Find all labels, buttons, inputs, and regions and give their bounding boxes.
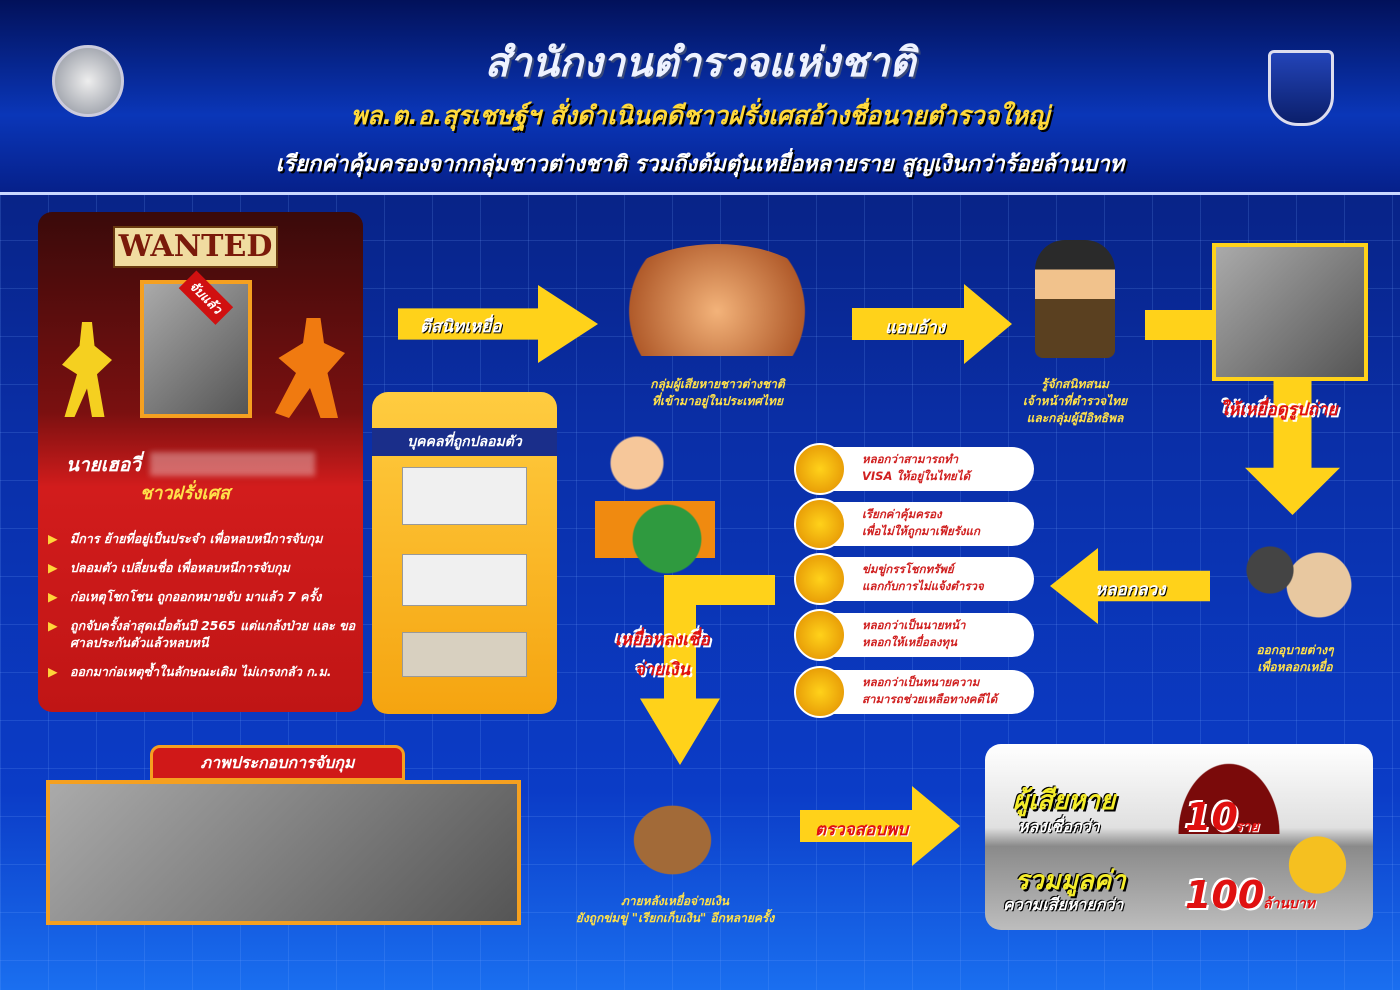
document-image	[402, 632, 527, 677]
victims-crowd-illustration	[612, 244, 822, 356]
befriend-label: ตีสนิทเหยื่อ	[420, 317, 502, 337]
lawyer-icon	[794, 666, 846, 718]
house-icon	[794, 609, 846, 661]
phone-icon	[794, 553, 846, 605]
wanted-label: WANTED	[113, 226, 278, 268]
people-silhouette-icon	[1170, 752, 1288, 834]
victims-unit: ราย	[1235, 819, 1259, 835]
arrest-photos	[46, 780, 521, 925]
tactic-item: หลอกว่าเป็นนายหน้าหลอกให้เหยื่อลงทุน	[794, 609, 1034, 661]
id-card-image	[402, 467, 527, 525]
photos-with-officers	[1212, 243, 1368, 381]
arrow-connector	[1145, 310, 1215, 340]
fact-item: ก่อเหตุโชกโชน ถูกออกหมายจับ มาแล้ว 7 ครั…	[48, 588, 358, 605]
officer-caption: รู้จักสนิทสนมเจ้าหน้าที่ตำรวจไทยและกลุ่ม…	[1022, 377, 1128, 425]
impersonated-panel: บุคคลที่ถูกปลอมตัว	[372, 392, 557, 714]
tactic-item: ข่มขู่กรรโชกทรัพย์แลกกับการไม่แจ้งตำรวจ	[794, 553, 1034, 605]
subtitle-2: เรียกค่าคุ้มครองจากกลุ่มชาวต่างชาติ รวมถ…	[275, 152, 1125, 177]
scammer-phone-illustration	[1228, 530, 1368, 630]
scheme-caption: ออกอุบายต่างๆเพื่อหลอกเหยื่อ	[1256, 643, 1334, 674]
fact-item: ถูกจับครั้งล่าสุดเมื่อต้นปี 2565 แต่แกล้…	[48, 617, 358, 651]
subtitle-1: พล.ต.อ.สุรเชษฐ์ฯ สั่งดำเนินคดีชาวฝรั่งเศ…	[350, 101, 1050, 130]
invoice-image	[402, 554, 527, 606]
police-officer-illustration	[1035, 240, 1115, 358]
police-seal-logo	[52, 45, 124, 117]
suspect-facts-list: มีการ ย้ายที่อยู่เป็นประจำ เพื่อหลบหนีกา…	[48, 530, 358, 692]
passport-icon	[794, 443, 846, 495]
redacted-surname	[150, 452, 315, 476]
fact-item: ปลอมตัว เปลี่ยนชื่อ เพื่อหลบหนีการจับกุม	[48, 559, 358, 576]
after-payment-caption: ภายหลังเหยื่อจ่ายเงินยังถูกข่มขู่ "เรียก…	[575, 894, 775, 925]
suspect-nationality: ชาวฝรั่งเศส	[140, 483, 230, 504]
impersonated-title: บุคคลที่ถูกปลอมตัว	[372, 428, 557, 456]
header-banner	[0, 0, 1400, 195]
deceive-label: หลอกลวง	[1095, 580, 1166, 600]
show-photos-label: ให้เหยื่อดูรูปถ่าย	[1220, 400, 1338, 420]
tactic-item: เรียกค่าคุ้มครองเพื่อไม่ให้ถูกมาเฟียรังแ…	[794, 498, 1034, 550]
suspect-name: นายเฮอวี่	[66, 454, 141, 476]
loss-subheading: ความเสียหายกว่า	[1003, 895, 1124, 914]
victims-subheading: หลงเชื่อกว่า	[1018, 817, 1100, 836]
victims-count: 10	[1185, 795, 1238, 839]
arrest-title: ภาพประกอบการจับกุม	[150, 745, 405, 781]
impersonate-label: แอบอ้าง	[885, 318, 946, 338]
tactic-item: หลอกว่าเป็นทนายความสามารถช่วยเหลือทางคดี…	[794, 666, 1034, 718]
victims-heading: ผู้เสียหาย	[1013, 786, 1116, 816]
loss-heading: รวมมูลค่า	[1015, 866, 1126, 896]
pay-label: เหยื่อหลงเชื่อจ่ายเงิน	[615, 630, 710, 680]
fact-item: มีการ ย้ายที่อยู่เป็นประจำ เพื่อหลบหนีกา…	[48, 530, 358, 547]
victims-caption: กลุ่มผู้เสียหายชาวต่างชาติที่เข้ามาอยู่ใ…	[650, 377, 785, 408]
money-bag-icon	[1285, 825, 1350, 905]
loss-amount: 100	[1185, 873, 1265, 917]
money-bag-illustration	[605, 780, 740, 880]
detected-label: ตรวจสอบพบ	[815, 820, 909, 840]
page-title: สำนักงานตำรวจแห่งชาติ	[484, 40, 916, 86]
royal-thai-police-badge-logo	[1268, 50, 1334, 126]
fact-item: ออกมาก่อเหตุซ้ำในลักษณะเดิม ไม่เกรงกลัว …	[48, 663, 358, 680]
loss-unit: ล้านบาท	[1263, 896, 1315, 912]
mafia-icon	[794, 498, 846, 550]
